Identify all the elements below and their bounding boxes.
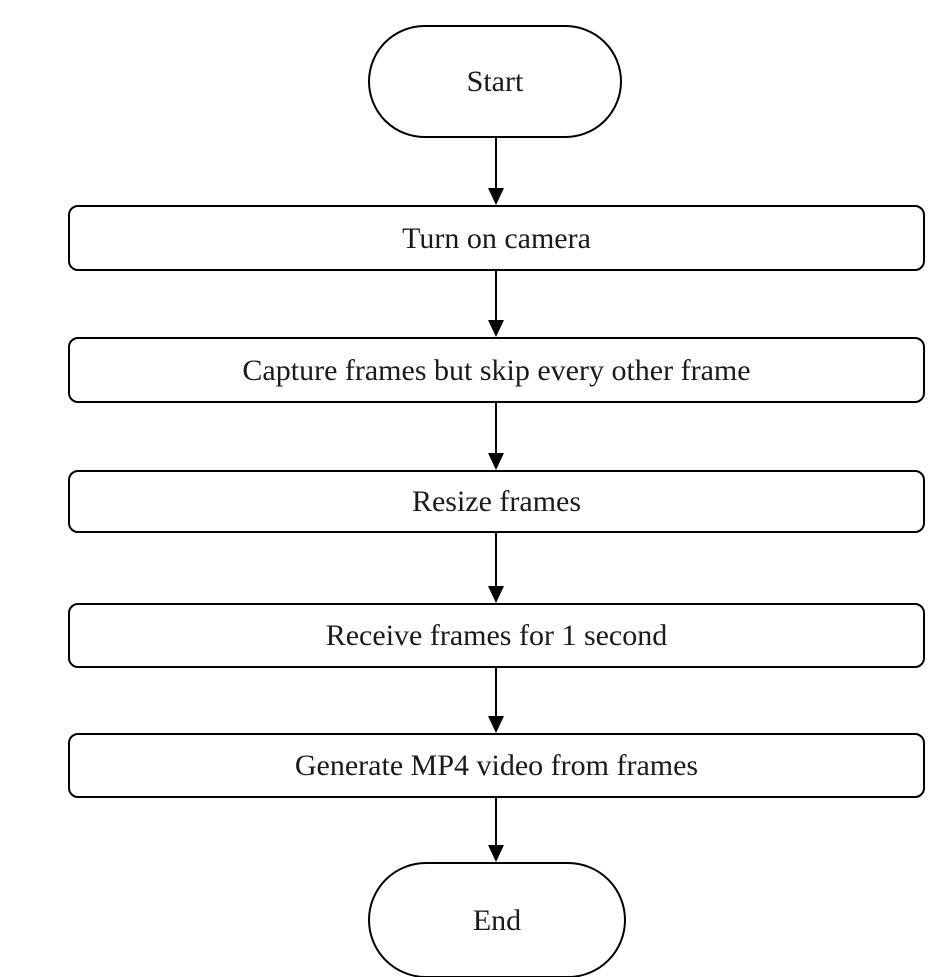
arrow-shaft <box>495 271 497 320</box>
flowchart-node-receive-frames: Receive frames for 1 second <box>68 603 925 668</box>
arrowhead-down-icon <box>488 586 504 603</box>
node-label-generate-video: Generate MP4 video from frames <box>294 749 699 782</box>
flowchart-node-resize-frames: Resize frames <box>68 470 925 533</box>
flowchart-node-capture-frames: Capture frames but skip every other fram… <box>68 337 925 403</box>
arrowhead-down-icon <box>488 320 504 337</box>
arrowhead-down-icon <box>488 453 504 470</box>
flowchart-node-generate-video: Generate MP4 video from frames <box>68 733 925 798</box>
flowchart-node-turn-on-camera: Turn on camera <box>68 205 925 271</box>
arrow-shaft <box>495 138 497 188</box>
flowchart-node-end: End <box>368 862 626 977</box>
node-label-end: End <box>472 903 522 937</box>
arrow-resize-frames-to-receive-frames <box>487 533 505 603</box>
arrow-shaft <box>495 533 497 586</box>
arrow-shaft <box>495 403 497 453</box>
arrow-receive-frames-to-generate-video <box>487 668 505 733</box>
node-label-receive-frames: Receive frames for 1 second <box>325 619 668 652</box>
arrow-start-to-turn-on-camera <box>487 138 505 205</box>
arrowhead-down-icon <box>488 188 504 205</box>
arrow-shaft <box>495 668 497 716</box>
arrow-generate-video-to-end <box>487 798 505 862</box>
arrowhead-down-icon <box>488 845 504 862</box>
node-label-resize-frames: Resize frames <box>411 485 582 518</box>
node-label-start: Start <box>466 65 524 98</box>
flowchart-node-start: Start <box>368 25 622 138</box>
arrow-turn-on-camera-to-capture-frames <box>487 271 505 337</box>
arrow-shaft <box>495 798 497 845</box>
node-label-turn-on-camera: Turn on camera <box>402 221 591 255</box>
arrow-capture-frames-to-resize-frames <box>487 403 505 470</box>
arrowhead-down-icon <box>488 716 504 733</box>
node-label-capture-frames: Capture frames but skip every other fram… <box>242 353 751 387</box>
